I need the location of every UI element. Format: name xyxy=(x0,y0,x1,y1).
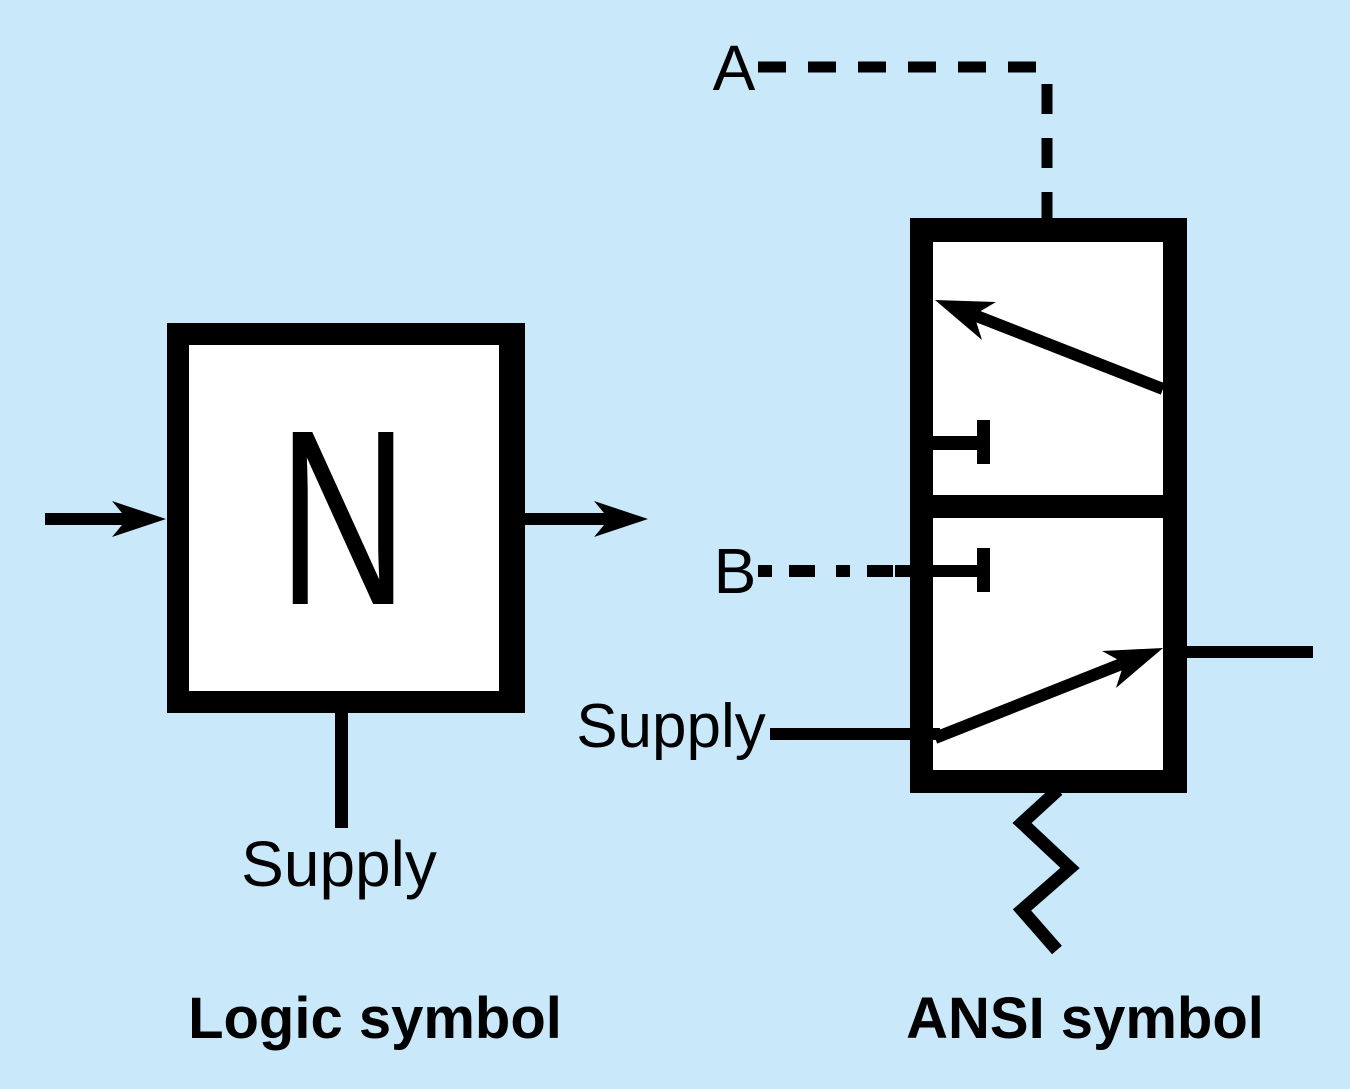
upper-flow-arrowhead-icon xyxy=(935,300,996,340)
upper-flow-arrow-shaft xyxy=(971,309,1166,395)
output-arrow-shaft xyxy=(525,513,611,525)
valve-lower-chamber xyxy=(933,518,1163,770)
ansi-symbol-group: A B Supply xyxy=(576,32,1313,1051)
upper-flow-arrow xyxy=(935,300,1166,395)
output-arrow xyxy=(525,501,648,537)
lower-flow-arrow xyxy=(932,648,1163,744)
logic-supply-label: Supply xyxy=(241,828,437,900)
valve-upper-chamber xyxy=(933,242,1163,495)
port-b-label: B xyxy=(714,535,757,607)
output-port-line xyxy=(1187,646,1313,658)
input-arrowhead-icon xyxy=(112,501,166,537)
logic-symbol-group: N Supply Logic symbol xyxy=(45,323,648,1051)
logic-supply-line xyxy=(335,705,348,828)
logic-symbol-caption: Logic symbol xyxy=(188,986,562,1051)
port-a-label: A xyxy=(713,32,756,104)
ansi-symbol-caption: ANSI symbol xyxy=(906,986,1264,1051)
ansi-supply-label: Supply xyxy=(576,692,766,761)
pilot-line-b-solid xyxy=(895,565,980,577)
logic-box-interior xyxy=(189,345,499,691)
lower-flow-arrowhead-icon xyxy=(1102,648,1163,688)
tee-upper-bar xyxy=(977,420,990,464)
spring-return-icon xyxy=(1012,785,1080,955)
tee-upper-stem xyxy=(933,436,980,450)
input-arrow-shaft xyxy=(45,513,131,525)
logic-letter-label: N xyxy=(278,378,408,657)
lower-flow-arrow-shaft xyxy=(932,657,1127,744)
blocked-port-tee-upper xyxy=(933,420,990,464)
ansi-supply-line xyxy=(770,728,940,740)
input-arrow xyxy=(45,501,166,537)
output-arrowhead-icon xyxy=(594,501,648,537)
tee-b-bar xyxy=(977,548,990,592)
